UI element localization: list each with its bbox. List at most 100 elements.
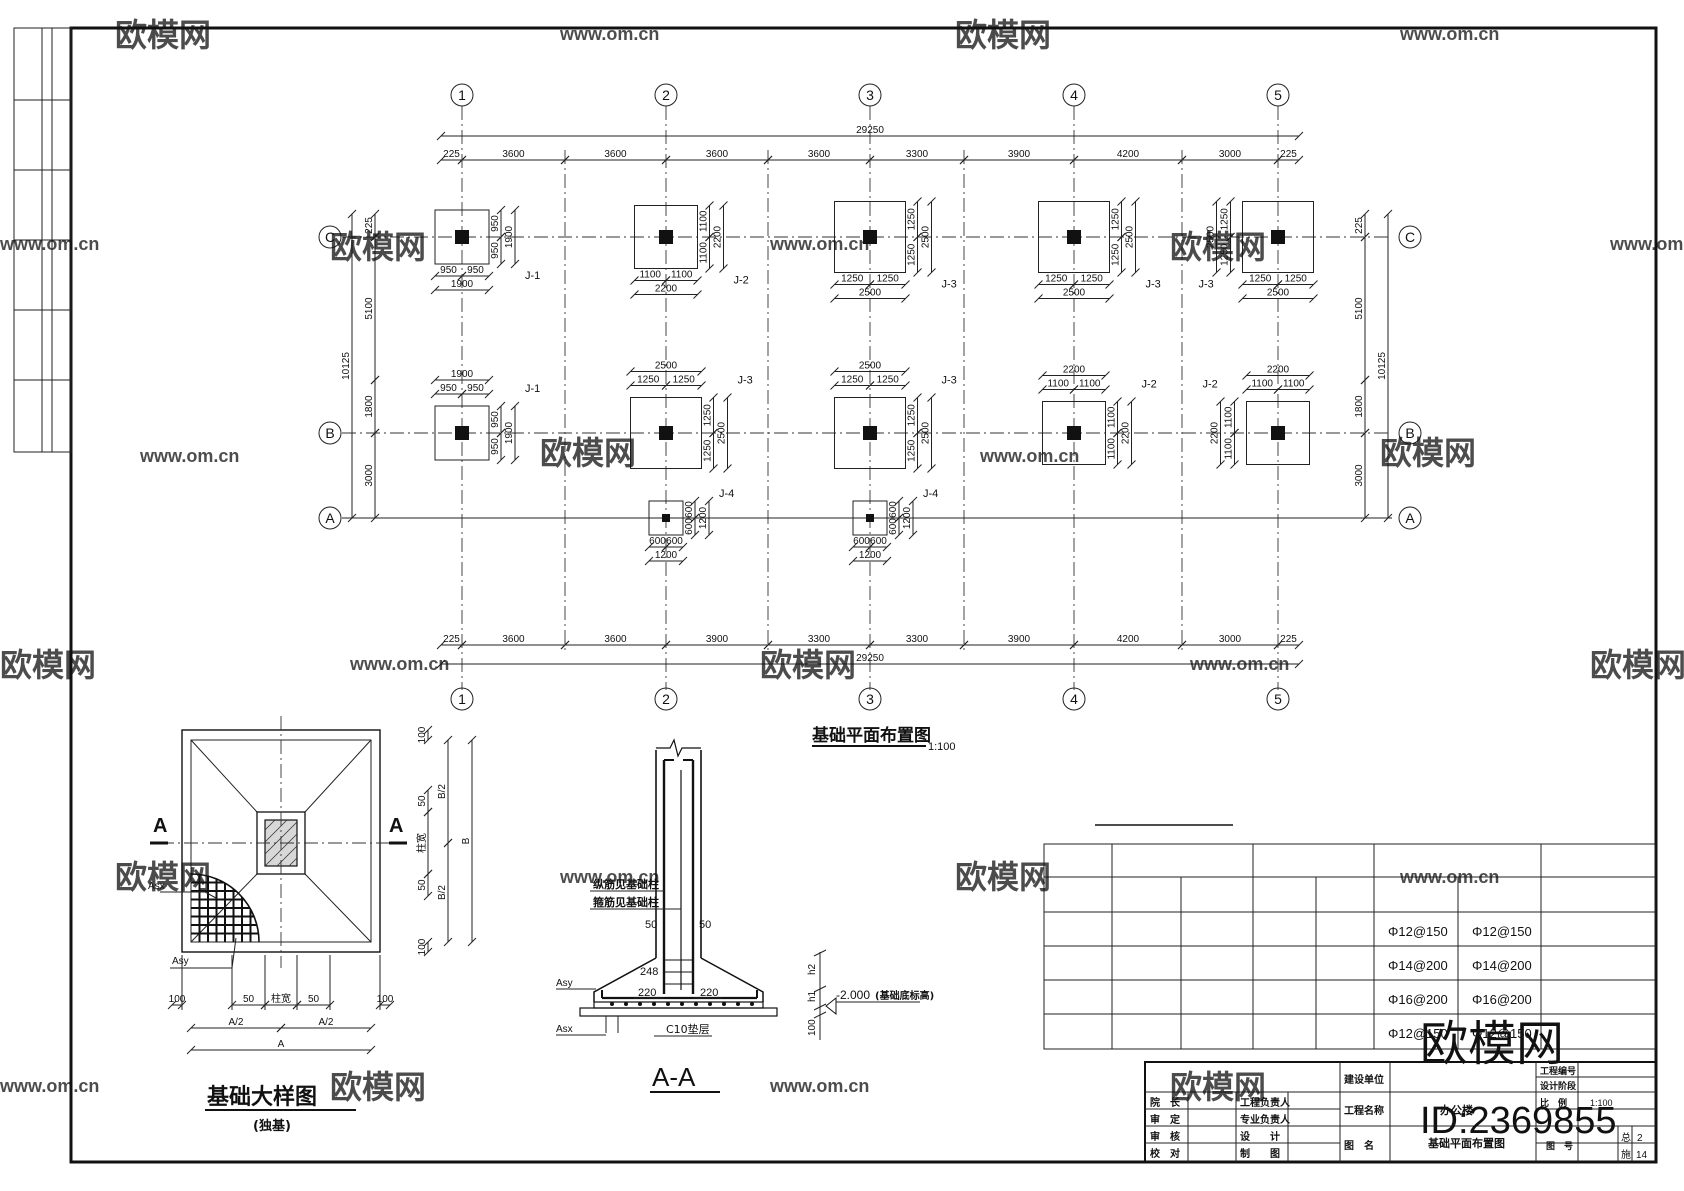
dim-text: B/2 [437,784,448,799]
dim-text: 600 [649,536,666,547]
dim-tick [430,271,440,281]
dim-tick [1294,155,1304,165]
dim-tick [347,513,357,523]
dim-tick [1226,232,1235,242]
dim-text: 2500 [921,421,932,444]
dim-text: 1100 [1251,379,1273,390]
dim-text: 600 [666,536,683,547]
dim-tick [959,155,969,165]
dim-text: 2500 [655,361,678,372]
dim-tick [1117,268,1126,277]
dim-tick [366,1023,376,1033]
dim-tick [1177,640,1187,650]
dim-tick [1273,280,1283,289]
dim-tick [186,1045,196,1055]
dim-tick [484,389,494,399]
footing-tag: J-3 [1199,279,1214,291]
grid-bubble-label: 1 [458,87,466,103]
mesh-break-line [190,873,260,943]
grid-bubble [1062,687,1086,711]
dim-tick [894,496,904,506]
grid-bubble-label: 3 [866,87,874,103]
dim-tick [709,428,718,438]
tb-president: 院 长 [1150,1096,1181,1109]
dim-tick [901,381,910,390]
dim-text: 2500 [1206,225,1217,248]
dim-text: 100 [169,994,186,1005]
grid-bubble-label: A [325,510,335,526]
dim-tick [436,640,446,650]
dim-text: 1900 [451,369,474,380]
watermark-brand: 欧模网 [330,1069,426,1105]
watermark-brand: 欧模网 [1170,229,1266,265]
watermark-brand: 欧模网 [0,647,96,683]
section-dim-220-left: 220 [638,987,656,999]
section-asy: Asy [556,978,573,989]
dim-text: 1250 [673,375,696,386]
dim-text: 600 [684,501,695,518]
dim-tick [1127,397,1136,406]
dim-tick [1113,428,1122,438]
dim-text: 50 [417,879,428,891]
dim-tick [1212,197,1221,206]
section-note-1: 纵筋见基础柱 [593,877,659,891]
dim-tick [1273,385,1283,394]
dim-tick [882,542,892,552]
cut-mark-right: A [389,815,403,837]
watermark-site: www.om.cn [1609,234,1684,254]
rebar-r2-c2: Φ14@200 [1472,958,1532,973]
tb-project-no: 工程编号 [1540,1065,1576,1077]
dim-tick [423,725,433,735]
watermark-site: www.om.cn [0,234,99,254]
dim-text: 2500 [1267,288,1290,299]
dim-text: 1200 [698,506,709,529]
dim-tick [690,530,700,540]
dim-tick [496,455,506,465]
dim-tick [496,259,506,269]
dim-text: 1100 [639,270,661,281]
dim-text: 2500 [1063,288,1086,299]
dim-tick [1117,197,1126,206]
dim-tick [1230,460,1239,469]
dim-text: 1250 [907,439,918,462]
dim-text: 225 [364,217,375,234]
grid-bubble [450,83,474,107]
plan-title: 基础平面布置图 [811,725,931,746]
footing-tag: J-2 [1142,379,1157,391]
dim-text: 3600 [502,634,525,645]
dim-tick [443,735,453,745]
section-dim-220-right: 220 [700,987,718,999]
dim-tick [1360,232,1370,242]
dim-tick [560,155,570,165]
footing-tag: J-4 [923,488,938,500]
dim-text: 3600 [502,149,525,160]
dim-text: 1100 [1107,406,1118,428]
dim-tick [457,155,467,165]
dim-tick [1360,428,1370,438]
dim-text: 1100 [1283,379,1305,390]
dim-tick [1069,280,1079,289]
dim-text: 50 [417,795,428,807]
dim-tick [423,891,433,901]
tb-project-label: 工程名称 [1344,1104,1384,1117]
dim-text: 5100 [364,297,375,320]
dim-tick [697,381,706,390]
detail-asy: Asy [172,956,189,967]
dim-text: 225 [443,149,460,160]
dim-text: 950 [440,265,457,276]
tb-project-leader: 工程负责人 [1240,1096,1291,1109]
dim-tick [865,542,875,552]
dim-tick [1230,397,1239,406]
dim-tick [661,542,671,552]
dim-tick [927,268,936,277]
dim-text: 950 [490,411,501,428]
dim-tick [1273,640,1283,650]
dim-text: 600 [853,536,870,547]
